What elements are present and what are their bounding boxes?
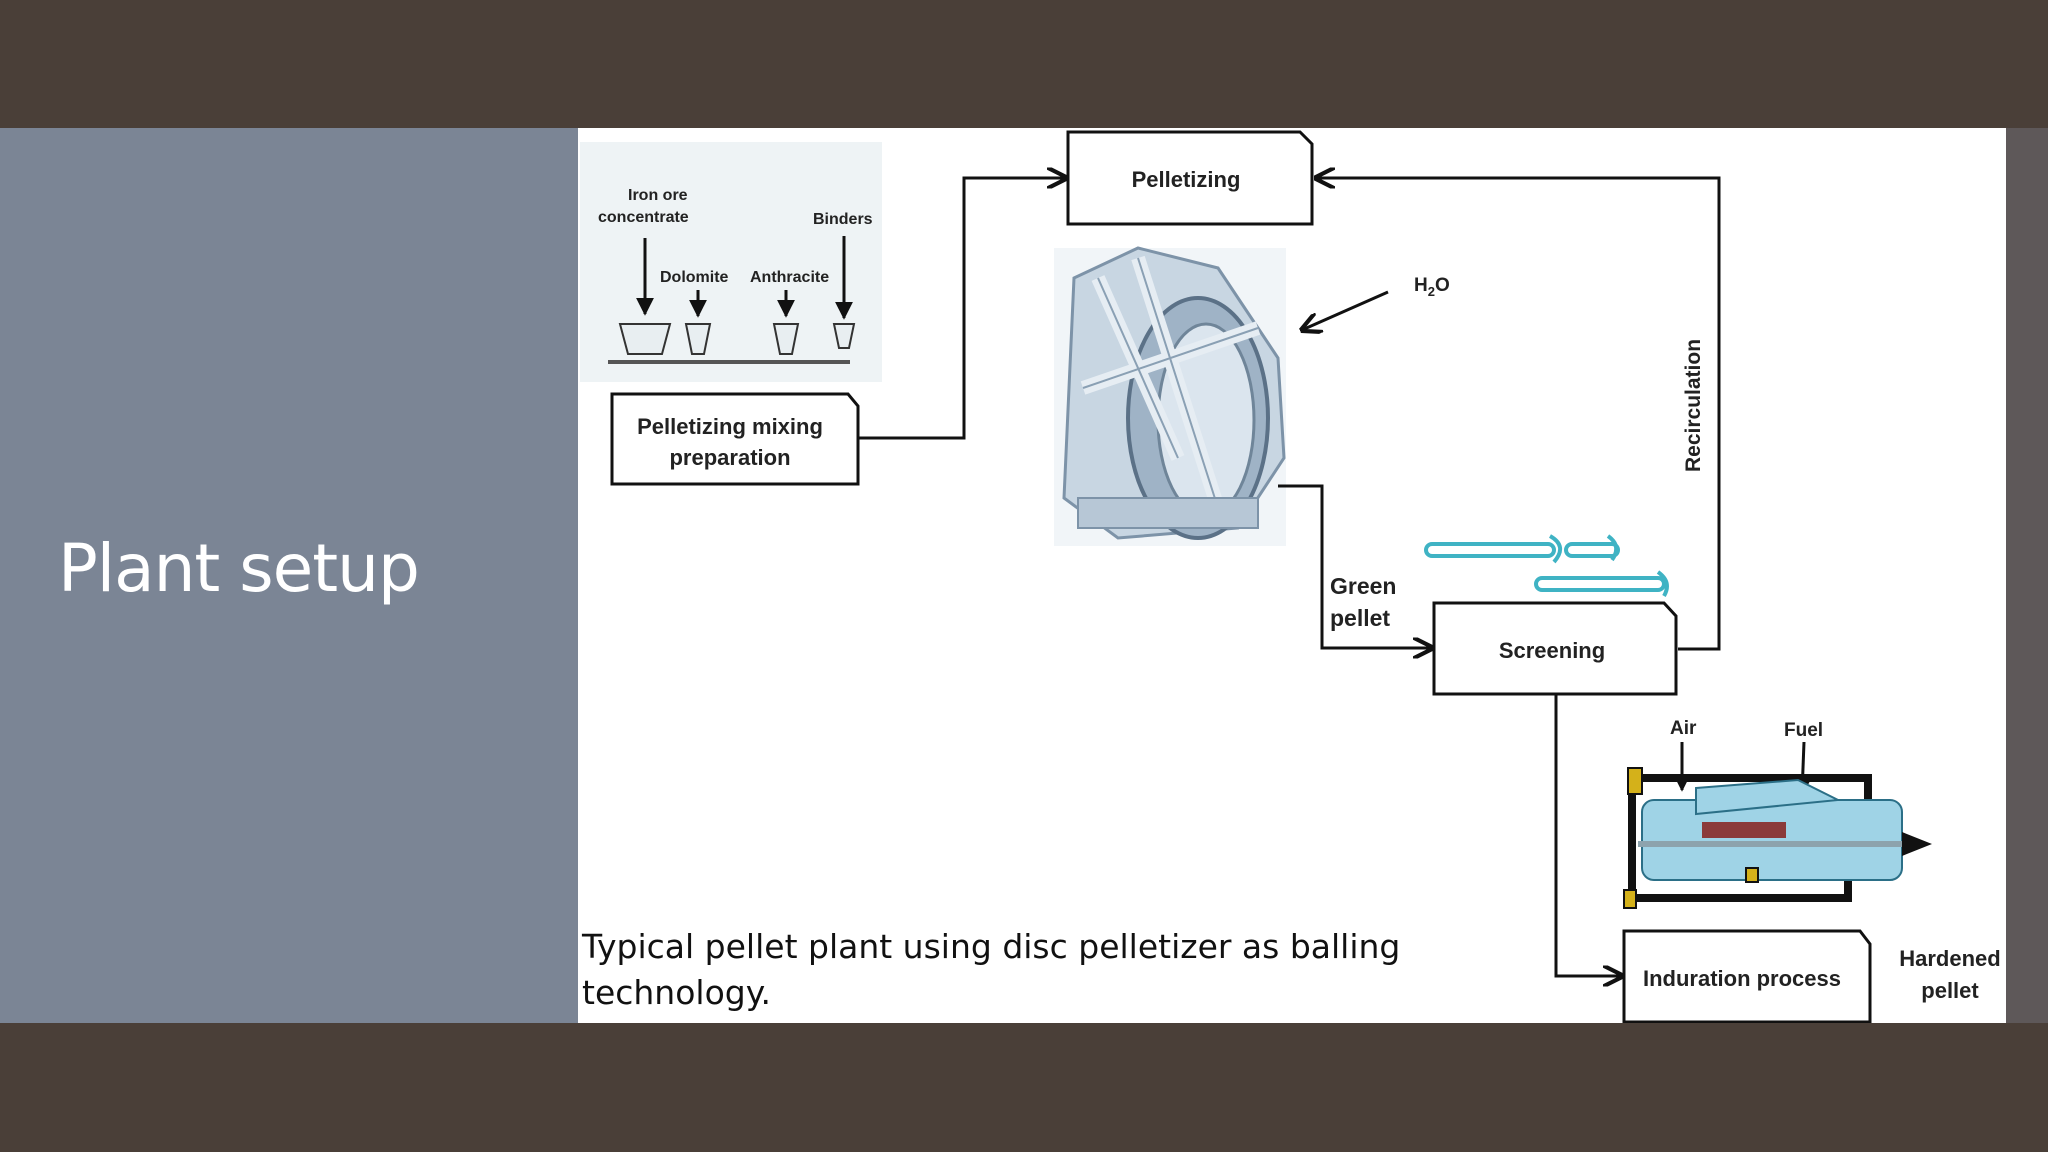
svg-text:preparation: preparation: [669, 445, 790, 470]
raw-materials-inset: Iron ore concentrate Binders Dolomite An…: [580, 142, 882, 382]
svg-text:Pelletizing: Pelletizing: [1132, 167, 1241, 192]
binders-label: Binders: [813, 211, 873, 228]
iron-ore-label-2: concentrate: [598, 209, 689, 226]
diagram-caption: Typical pellet plant using disc pelletiz…: [582, 927, 1401, 1012]
slide-title: Plant setup: [58, 530, 420, 607]
pelletizing-box: Pelletizing: [1066, 130, 1314, 226]
flow-screening-to-induration: [1554, 694, 1622, 976]
recirculation-label: Recirculation: [1682, 339, 1705, 472]
svg-text:Induration process: Induration process: [1643, 966, 1841, 991]
screening-conveyor-icon: [1424, 534, 1669, 597]
svg-text:Screening: Screening: [1499, 638, 1605, 663]
air-label: Air: [1670, 718, 1697, 739]
flow-recirculation: [1316, 178, 1721, 651]
title-panel: [0, 128, 578, 1023]
fuel-label: Fuel: [1784, 720, 1823, 741]
water-input: H2O: [1302, 275, 1450, 330]
hopper-icon: [618, 323, 856, 355]
mixing-preparation-box: Pelletizing mixing preparation: [610, 392, 860, 486]
screening-box: Screening: [1432, 601, 1678, 696]
induration-furnace-icon: Air Fuel: [1623, 718, 1932, 909]
disc-pelletizer-icon: [1054, 246, 1286, 546]
svg-text:Pelletizing mixing: Pelletizing mixing: [637, 414, 823, 439]
iron-ore-label-1: Iron ore: [628, 187, 688, 204]
green-pellet-label-1: Green: [1330, 573, 1396, 599]
hardened-pellet-label-1: Hardened: [1899, 946, 2000, 971]
hardened-pellet-label-2: pellet: [1921, 978, 1979, 1003]
flow-mixing-to-pelletizing: [858, 178, 1066, 440]
anthracite-label: Anthracite: [750, 269, 829, 286]
dolomite-label: Dolomite: [660, 269, 729, 286]
pellet-plant-diagram: Iron ore concentrate Binders Dolomite An…: [578, 128, 2006, 1026]
induration-process-box: Induration process: [1622, 929, 1872, 1024]
top-band: [0, 0, 2048, 128]
right-edge-strip: [2006, 128, 2048, 1023]
green-pellet-label-2: pellet: [1330, 605, 1390, 631]
bottom-band: [0, 1023, 2048, 1152]
svg-text:H2O: H2O: [1414, 275, 1450, 299]
flow-green-pellet: [1278, 484, 1432, 648]
